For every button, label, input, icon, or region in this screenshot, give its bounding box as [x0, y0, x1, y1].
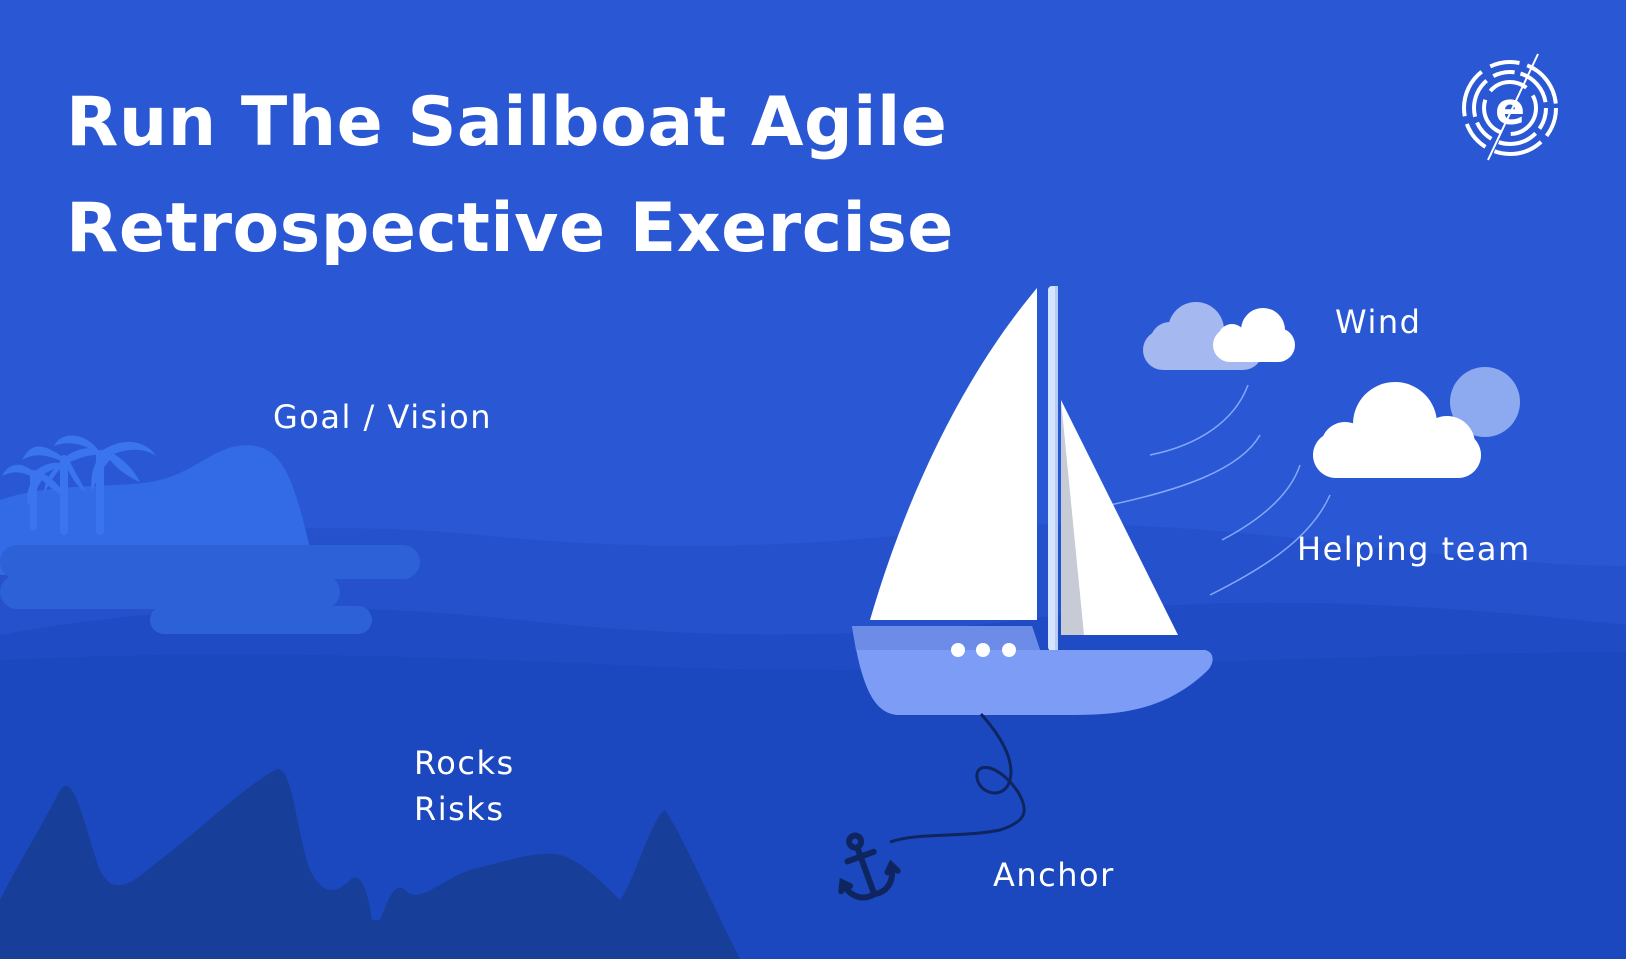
cloud-large [1313, 382, 1481, 478]
cloud-small [1213, 308, 1295, 362]
risks-label: Risks [414, 790, 505, 828]
jib-sail-shadow [1061, 400, 1084, 635]
sailboat [852, 286, 1213, 715]
title-line-2: Retrospective Exercise [66, 189, 954, 268]
island-shore-tip [150, 606, 372, 634]
porthole [976, 643, 990, 657]
rocks-silhouette [0, 769, 740, 959]
anchor-rope [889, 712, 1026, 844]
porthole [951, 643, 965, 657]
mast-core [1055, 286, 1058, 651]
e-circle-logo-icon [1462, 53, 1558, 161]
goal-vision-label: Goal / Vision [273, 398, 492, 436]
porthole [1002, 643, 1016, 657]
anchor-label: Anchor [993, 856, 1115, 894]
main-sail [870, 288, 1037, 620]
anchor-icon [838, 832, 901, 901]
logo-glyph: e [1495, 84, 1525, 135]
rocks-label: Rocks [414, 744, 515, 782]
island-shore-lower [0, 575, 340, 609]
wind-label: Wind [1335, 303, 1422, 341]
sun-behind-cloud [1450, 367, 1520, 437]
hull-deck [852, 626, 1040, 650]
palm-trees [2, 435, 156, 535]
page-title: Run The Sailboat Agile Retrospective Exe… [66, 70, 954, 282]
helping-team-label: Helping team [1297, 530, 1531, 568]
jib-sail [1061, 400, 1178, 635]
title-line-1: Run The Sailboat Agile [66, 83, 948, 162]
island-hill [0, 445, 318, 575]
island-group [0, 435, 420, 634]
wind-lines [1109, 384, 1331, 596]
rocks-risks-label: Rocks Risks [414, 740, 515, 832]
island-shore [0, 545, 420, 579]
sea-near-layer [0, 652, 1626, 959]
